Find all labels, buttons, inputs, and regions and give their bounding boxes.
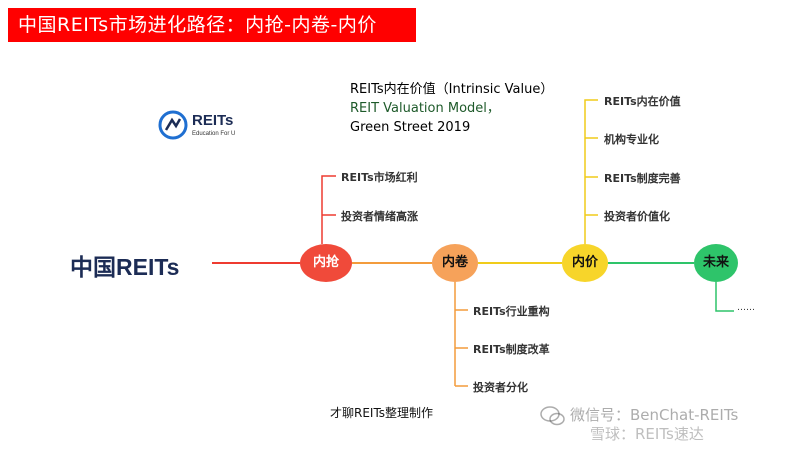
leaf-weilai-1: …… bbox=[737, 303, 755, 313]
logo-subtitle: Education For U bbox=[192, 131, 236, 137]
leaf-neiqiang-2: 投资者情绪高涨 bbox=[341, 210, 418, 223]
page-title: 中国REITs市场进化路径：内抢-内卷-内价 bbox=[8, 8, 416, 42]
leaf-neijia-1: REITs内在价值 bbox=[604, 95, 681, 108]
stage-label: 未来 bbox=[702, 255, 729, 270]
stage-label: 内抢 bbox=[312, 255, 339, 270]
branch-neiqiang bbox=[321, 175, 336, 244]
leaf-neijuan-3: 投资者分化 bbox=[473, 381, 528, 394]
source-line-3: Green Street 2019 bbox=[350, 120, 471, 135]
wechat-icon bbox=[540, 406, 565, 426]
leaf-neijuan-1: REITs行业重构 bbox=[473, 305, 550, 318]
logo-title: REITs bbox=[192, 112, 234, 129]
stage-node-neijuan: 内卷 bbox=[432, 244, 478, 282]
stage-node-weilai: 未来 bbox=[694, 244, 738, 282]
branch-weilai bbox=[715, 282, 734, 312]
leaf-neijia-4: 投资者价值化 bbox=[604, 210, 670, 223]
watermark-xueqiu: 雪球：REITs速达 bbox=[590, 425, 704, 443]
stage-label: 内价 bbox=[571, 255, 598, 270]
branch-neijia bbox=[584, 99, 598, 244]
source-line-2: REIT Valuation Model， bbox=[350, 101, 500, 116]
branch-neijuan bbox=[454, 282, 468, 387]
leaf-neijia-3: REITs制度完善 bbox=[604, 172, 681, 185]
stage-node-neiqiang: 内抢 bbox=[300, 244, 352, 282]
credit-note: 才聊REITs整理制作 bbox=[330, 406, 434, 420]
source-note: REITs内在价值（Intrinsic Value） REIT Valuatio… bbox=[350, 80, 553, 137]
watermark-wechat: 微信号：BenChat-REITs bbox=[570, 406, 739, 424]
leaf-neiqiang-1: REITs市场红利 bbox=[341, 171, 418, 184]
reits-logo: REITs Education For U bbox=[158, 110, 268, 142]
source-line-1: REITs内在价值（Intrinsic Value） bbox=[350, 82, 554, 97]
stage-node-neijia: 内价 bbox=[562, 244, 608, 282]
stage-label: 内卷 bbox=[441, 255, 468, 270]
root-node: 中国REITs bbox=[70, 254, 180, 280]
logo-icon bbox=[158, 110, 188, 140]
leaf-neijuan-2: REITs制度改革 bbox=[473, 343, 550, 356]
leaf-neijia-2: 机构专业化 bbox=[604, 133, 659, 146]
